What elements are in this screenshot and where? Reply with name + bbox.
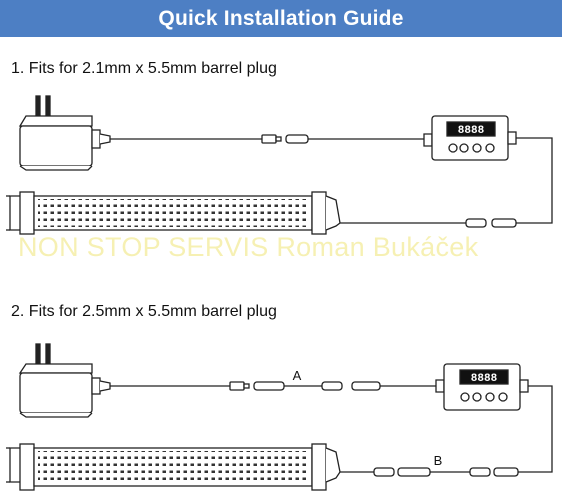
svg-text:8888: 8888 — [458, 125, 485, 137]
step-1-label: 1. Fits for 2.1mm x 5.5mm barrel plug — [11, 60, 277, 77]
title-banner: Quick Installation Guide — [0, 0, 562, 37]
connector-b-label: B — [434, 453, 443, 468]
page-title: Quick Installation Guide — [158, 6, 404, 30]
cable-connector-icon — [465, 218, 517, 228]
timer-controller-icon: 8888 — [435, 363, 529, 411]
step-2-diagram: A 8888 B — [6, 343, 553, 491]
led-light-bar-icon — [6, 191, 341, 235]
led-light-bar-icon — [6, 443, 341, 491]
step-1-diagram: 8888 — [6, 95, 553, 235]
timer-controller-icon: 8888 — [423, 115, 517, 161]
power-adapter-icon — [18, 343, 111, 418]
watermark: NON STOP SERVIS Roman Bukáček — [18, 232, 479, 262]
adapter-cable-b-icon — [373, 467, 519, 477]
step-2-label: 2. Fits for 2.5mm x 5.5mm barrel plug — [11, 303, 277, 320]
adapter-cable-a-icon — [229, 381, 381, 391]
power-adapter-icon — [18, 95, 111, 171]
barrel-plug-icon — [261, 134, 309, 144]
svg-text:8888: 8888 — [471, 373, 498, 385]
connector-a-label: A — [293, 368, 302, 383]
